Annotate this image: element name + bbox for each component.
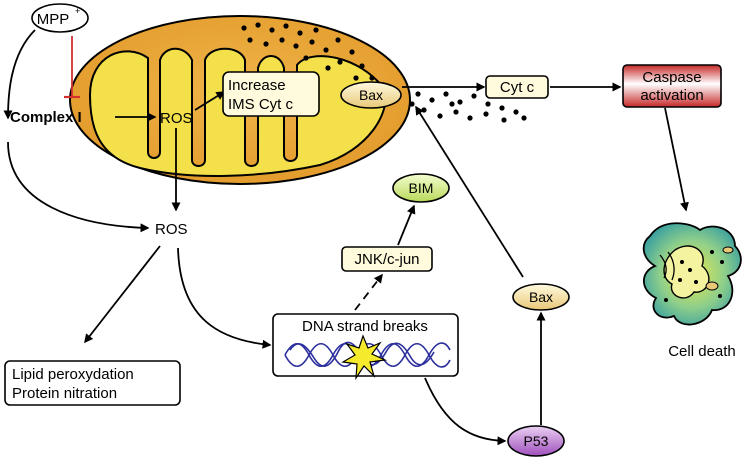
node-bax-mito: Bax [340,81,402,109]
mpp-label: MPP [37,11,70,28]
node-lipid-protein: Lipid peroxydation Protein nitration [4,360,181,406]
jnk-label: JNK/c-jun [354,251,419,268]
edge-ros-to-increase [194,91,226,111]
node-mpp: MPP + [31,3,89,33]
cytochrome-c-dots-in-mitochondrion [241,22,375,81]
edge-dna-to-p53 [424,377,507,446]
increase-line2: IMS Cyt c [228,96,294,113]
node-p53: P53 [507,425,565,457]
ros-cyto-label: ROS [155,221,188,238]
lipid-line1: Lipid peroxydation [12,366,134,383]
dna-break-star-icon [341,334,388,381]
complex-i-label: Complex I [10,109,82,126]
dna-breaks-label: DNA strand breaks [302,318,428,335]
node-caspase-activation: Caspase activation [622,64,722,108]
edge-bax-to-bax-mito [415,105,524,278]
edge-caspase-to-cell-death [664,107,689,212]
node-bax-nuclear: Bax [512,283,570,311]
node-bim: BIM [392,173,450,203]
p53-label: P53 [524,433,549,449]
mpp-superscript: + [75,6,80,16]
cytc-label: Cyt c [500,79,535,96]
bax-nuclear-label: Bax [529,289,553,305]
ros-mito-label: ROS [160,110,193,127]
edge-mpp-to-left [3,29,36,120]
edge-left-to-ros [7,141,150,233]
edges [3,29,689,446]
cell-death-label: Cell death [668,343,736,360]
node-cytc: Cyt c [485,75,549,99]
node-increase-ims-cytc: Increase IMS Cyt c [222,71,320,117]
increase-line1: Increase [228,77,286,94]
edge-jnk-to-bim [397,204,416,246]
node-jnk: JNK/c-jun [341,246,433,272]
lipid-line2: Protein nitration [12,385,117,402]
dying-cell-icon [642,222,742,326]
bim-label: BIM [409,180,434,196]
caspase-line1: Caspase [642,69,701,86]
node-dna-strand-breaks: DNA strand breaks [272,313,459,381]
bax-mito-label: Bax [359,87,383,103]
edge-ros-to-dna [177,247,272,349]
caspase-line2: activation [640,87,703,104]
edge-ros-to-lipid [84,245,161,344]
edge-dna-to-jnk [354,273,383,311]
